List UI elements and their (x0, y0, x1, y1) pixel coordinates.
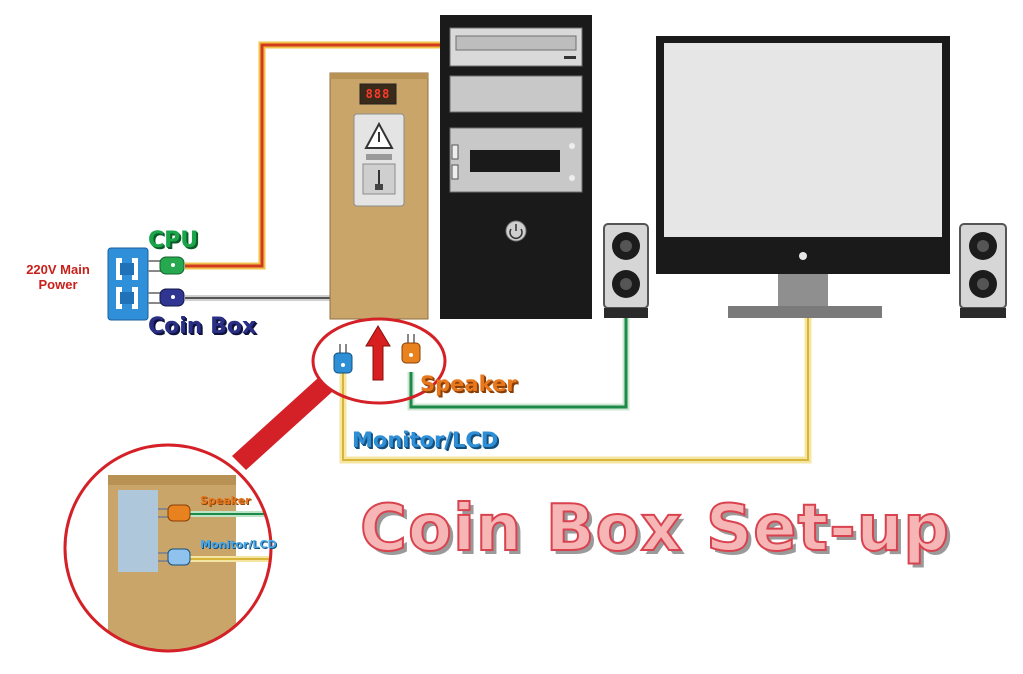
coin-box-label: Coin Box (148, 314, 257, 339)
monitor-cable (339, 318, 812, 464)
speaker-plug (401, 334, 421, 364)
zoom-inset (63, 443, 273, 653)
left-speaker (603, 223, 649, 318)
cpu-plug (148, 256, 185, 275)
lcd-monitor (656, 36, 950, 318)
monitor-plug (333, 344, 353, 374)
coin-box-plug (148, 288, 185, 307)
speaker-cable (407, 318, 630, 411)
monitor-label: Monitor/LCD (352, 428, 499, 452)
callout-circle (311, 317, 447, 405)
main-power-label: 220V Main Power (26, 262, 90, 292)
right-speaker (959, 223, 1007, 318)
cpu-power-cable (185, 41, 446, 270)
main-power-strip (107, 247, 149, 321)
coin-box-display-readout: 888 (365, 87, 391, 101)
diagram-title: Coin Box Set-up (359, 491, 951, 567)
cpu-label: CPU (148, 228, 199, 253)
zoom-speaker-label: Speaker (200, 494, 251, 507)
insert-arrow (365, 325, 391, 381)
speaker-label: Speaker (420, 372, 517, 396)
callout-pointer (232, 378, 332, 470)
coin-box-unit (329, 72, 429, 320)
zoom-monitor-label: Monitor/LCD (200, 538, 277, 551)
pc-tower (440, 15, 592, 319)
